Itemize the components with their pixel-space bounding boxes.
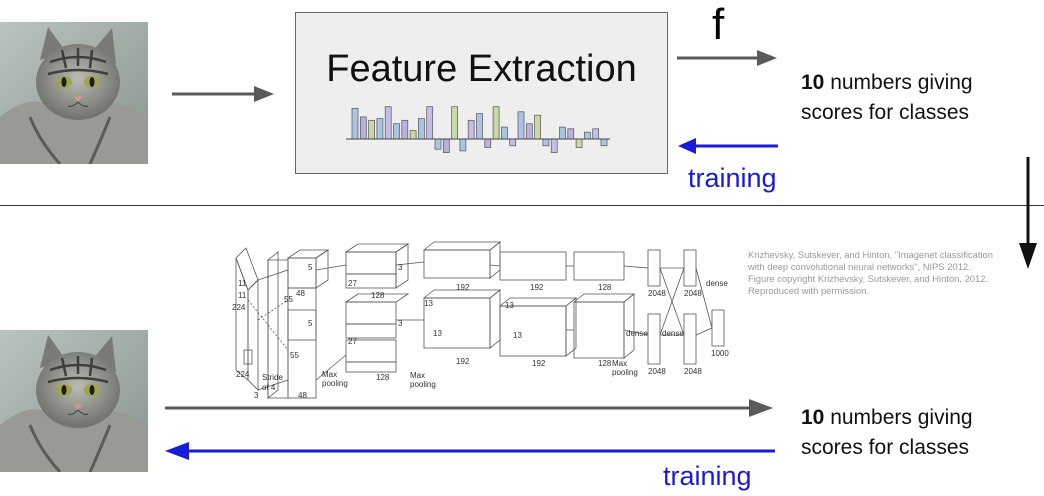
output-arrow-bottom — [165, 399, 773, 417]
scores-text-top: 10 numbers giving scores for classes — [801, 68, 973, 128]
histogram-bar — [509, 138, 517, 147]
cnn-label-5a: 5 — [308, 263, 313, 272]
cnn-label-pooling1: pooling — [322, 379, 348, 388]
feature-extraction-box: Feature Extraction — [295, 12, 668, 174]
cnn-label-55a: 55 — [284, 295, 293, 304]
cnn-label-224a: 224 — [232, 303, 246, 312]
output-arrow-top — [677, 50, 777, 66]
cnn-label-of4: of 4 — [262, 383, 276, 392]
cnn-label-dense2: dense — [662, 329, 684, 338]
histogram-bar — [567, 128, 575, 140]
cnn-label-128b: 128 — [376, 373, 390, 382]
cnn-label-2048d: 2048 — [684, 367, 702, 376]
histogram-bar — [542, 138, 550, 147]
histogram-bar — [426, 106, 434, 140]
histogram-bar — [484, 138, 492, 148]
cnn-label-192a: 192 — [456, 283, 470, 292]
histogram-bar — [476, 113, 483, 140]
histogram-bar — [525, 123, 533, 140]
histogram-bar — [592, 128, 600, 140]
cnn-label-128d: 128 — [598, 359, 612, 368]
scores-line1-top: numbers giving — [824, 71, 973, 94]
cnn-label-27a: 27 — [348, 279, 357, 288]
cnn-label-48b: 48 — [298, 391, 307, 400]
histogram-bar — [550, 138, 558, 153]
histogram-bar — [451, 106, 458, 140]
histogram-bar — [359, 116, 367, 140]
cnn-label-maxpool2: Max — [410, 371, 425, 380]
scores-count-bottom: 10 — [801, 406, 825, 429]
cnn-label-2048b: 2048 — [648, 367, 666, 376]
training-arrow-bottom — [165, 442, 775, 460]
cnn-label-dense1: dense — [626, 329, 648, 338]
cnn-label-3b: 3 — [398, 319, 403, 328]
cnn-label-maxpool3: Max — [612, 359, 627, 368]
histogram-bar — [600, 138, 608, 147]
scores-text-bottom: 10 numbers giving scores for classes — [801, 403, 973, 463]
cat-photo-bottom — [0, 330, 148, 474]
scores-line2-bottom: scores for classes — [801, 436, 970, 459]
cat-photo-top — [0, 22, 148, 166]
histogram-bar — [368, 119, 375, 140]
cnn-label-48a: 48 — [296, 289, 305, 298]
histogram-bar — [434, 138, 442, 150]
cnn-label-stride: Stride — [262, 373, 283, 382]
cnn-label-27b: 27 — [348, 337, 357, 346]
feature-extraction-title: Feature Extraction — [326, 48, 637, 90]
function-f-label: f — [712, 0, 725, 49]
histogram-bar — [534, 114, 541, 140]
cnn-label-192d: 192 — [532, 359, 546, 368]
cnn-label-224b: 224 — [236, 370, 250, 379]
histogram-bar — [376, 118, 384, 140]
histogram-bar — [584, 131, 591, 140]
cnn-label-55b: 55 — [290, 351, 299, 360]
histogram-bar — [384, 106, 392, 140]
cnn-label-3: 3 — [254, 391, 259, 400]
cnn-label-2048c: 2048 — [684, 289, 702, 298]
cnn-label-dense3: dense — [706, 279, 728, 288]
cnn-architecture-diagram: 224 224 11 11 3 5 5 55 55 48 48 27 27 12… — [232, 241, 729, 400]
scores-line2-top: scores for classes — [801, 101, 970, 124]
histogram-bar — [401, 119, 409, 140]
cnn-label-128a: 128 — [371, 291, 385, 300]
cnn-label-11a: 11 — [238, 279, 247, 288]
training-label-top: training — [688, 163, 777, 193]
cnn-label-maxpool1: Max — [322, 370, 337, 379]
histogram-bar — [409, 130, 417, 140]
histogram-bar — [559, 126, 566, 140]
histogram-bar — [575, 138, 583, 148]
training-label-bottom: training — [663, 461, 752, 491]
histogram-bar — [418, 118, 425, 140]
histogram-bar — [501, 126, 508, 140]
cnn-label-13d: 13 — [513, 331, 522, 340]
histogram-bar — [492, 106, 500, 140]
histogram-bar — [442, 138, 450, 153]
cnn-label-1000: 1000 — [711, 349, 729, 358]
down-arrow — [1019, 157, 1037, 269]
cnn-label-13a: 13 — [424, 299, 433, 308]
cnn-label-13c: 13 — [505, 301, 514, 310]
cnn-label-3a: 3 — [398, 263, 403, 272]
cnn-label-192c: 192 — [530, 283, 544, 292]
figure-credit: Krizhevsky, Sutskever, and Hinton, "Imag… — [748, 249, 993, 296]
histogram-bar — [393, 123, 400, 140]
histogram-bar — [351, 108, 359, 140]
input-arrow-top — [172, 86, 274, 102]
histogram-bar — [459, 138, 467, 152]
scores-line1-bottom: numbers giving — [824, 406, 973, 429]
cnn-label-5b: 5 — [308, 319, 313, 328]
histogram-bar — [467, 119, 475, 140]
scores-count-top: 10 — [801, 71, 825, 94]
cnn-label-2048a: 2048 — [648, 289, 666, 298]
section-divider — [0, 205, 1044, 206]
cnn-label-pooling2: pooling — [410, 380, 436, 389]
cnn-label-128c: 128 — [598, 283, 612, 292]
feature-histogram — [346, 106, 610, 153]
histogram-bar — [517, 111, 525, 140]
cnn-label-13b: 13 — [433, 329, 442, 338]
cnn-label-pooling3: pooling — [612, 368, 638, 377]
training-arrow-top — [678, 138, 778, 154]
cnn-label-11b: 11 — [238, 291, 247, 300]
cnn-label-192b: 192 — [456, 357, 470, 366]
